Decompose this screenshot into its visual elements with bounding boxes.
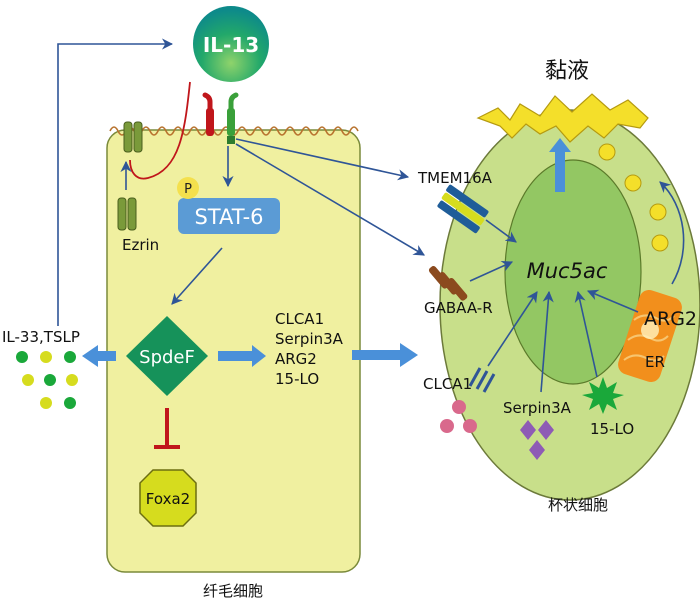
- receptor-to-tmem16a-arrow: [235, 138, 410, 181]
- spdef-to-il33-arrow: [82, 345, 116, 367]
- il13-receptor: [202, 92, 239, 144]
- er-to-granules-arrow: [659, 181, 685, 285]
- serpin3a-molecules: [520, 420, 554, 460]
- il13-ezrin-curve: [129, 81, 191, 180]
- target-gene-list: CLCA1 Serpin3A ARG2 15-LO: [275, 310, 344, 388]
- serpin3a-label: Serpin3A: [503, 399, 572, 417]
- phospho-badge: [177, 177, 199, 199]
- tmem16a-label: TMEM16A: [417, 169, 493, 187]
- tmem16a-channel: [437, 184, 489, 234]
- genes-to-goblet-arrow: [352, 343, 418, 367]
- lo15-goblet-label: 15-LO: [590, 420, 634, 438]
- secretory-granules: [598, 143, 669, 252]
- gabaa-label: GABAA-R: [424, 299, 493, 317]
- foxa2-octagon: [139, 469, 197, 527]
- foxa2-label: Foxa2: [146, 490, 190, 508]
- goblet-cell-caption: 杯状细胞: [548, 496, 608, 514]
- goblet-nucleus: [504, 159, 642, 385]
- stat6-label: STAT-6: [194, 205, 263, 229]
- muc5ac-label: Muc5ac: [527, 259, 608, 283]
- spdef-to-genes-arrow: [218, 345, 266, 367]
- tmem16a-to-muc5ac-arrow: [485, 219, 517, 243]
- il33-tslp-molecules: [16, 351, 78, 409]
- muc5ac-to-mucus-arrow: [549, 138, 571, 192]
- ezrin-channel-membrane: [123, 121, 143, 153]
- lo15-star: [582, 377, 624, 414]
- clca1-goblet-label: CLCA1: [423, 375, 472, 393]
- mucus-label: 黏液: [545, 59, 589, 84]
- gabaa-receptor: [428, 266, 468, 301]
- gene-serpin3a: Serpin3A: [275, 330, 344, 348]
- mucus-cloud: [476, 93, 649, 143]
- phospho-label: P: [184, 182, 192, 197]
- il13-label: IL-13: [203, 33, 259, 57]
- arg2-to-muc5ac-arrow: [586, 289, 639, 313]
- lo15-to-muc5ac-arrow: [574, 290, 598, 378]
- gabaa-to-muc5ac-arrow: [469, 261, 514, 282]
- endoplasmic-reticulum: [618, 289, 682, 383]
- gene-arg2: ARG2: [275, 350, 317, 368]
- gene-clca1: CLCA1: [275, 310, 324, 328]
- il33-tslp-label: IL-33,TSLP: [2, 328, 80, 346]
- il13-ligand: [193, 6, 269, 82]
- clca1-molecules: [440, 400, 477, 433]
- spdef-diamond: [126, 316, 208, 396]
- stat6-to-spdef-arrow: [171, 247, 223, 305]
- spdef-label: SpdeF: [139, 347, 195, 368]
- clca1-to-muc5ac-arrow: [487, 291, 538, 367]
- gene-15lo: 15-LO: [275, 370, 319, 388]
- ciliated-cell-caption: 纤毛细胞: [203, 582, 263, 600]
- il33-to-il13-feedback-arrow: [57, 38, 174, 326]
- arg2-label: ARG2: [644, 308, 697, 330]
- serpin3a-to-muc5ac-arrow: [540, 290, 554, 393]
- ezrin-label: Ezrin: [122, 236, 159, 254]
- stat6-box: [178, 198, 280, 234]
- er-label: ER: [645, 353, 665, 371]
- clca1-channel: [468, 367, 496, 393]
- ezrin-protein: [117, 197, 137, 231]
- receptor-to-gabaa-arrow: [235, 143, 425, 256]
